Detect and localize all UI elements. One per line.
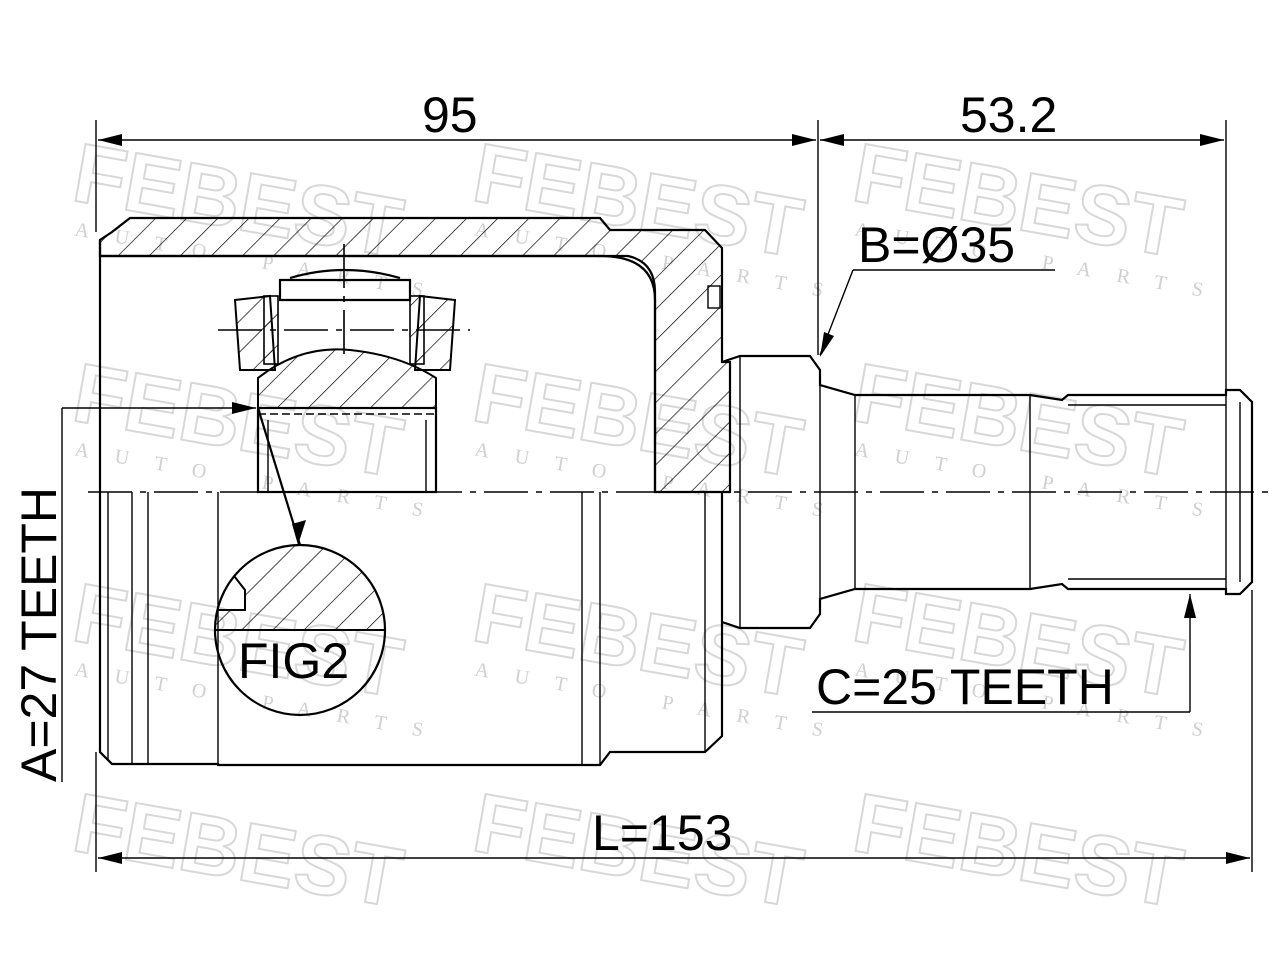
tripod-roller [218,244,470,494]
watermark-brand: FEBEST [67,775,410,925]
fig2-label: FIG2 [238,633,349,689]
dimension-b: B=Ø35 [819,217,1055,357]
dimension-c: C=25 TEETH [812,594,1196,715]
housing-section [98,216,732,494]
fig2-detail: FIG2 [213,407,387,717]
dimension-53-2: 53.2 [820,87,1227,390]
dimension-l: L=153 [95,590,1253,872]
dimension-95: 95 [95,87,819,355]
dimension-c-label: C=25 TEETH [816,659,1114,715]
output-shaft [721,354,1254,630]
dimension-53-2-label: 53.2 [960,87,1057,143]
dimension-l-label: L=153 [592,805,732,861]
housing-body [98,240,724,767]
dimension-a-label: A=27 TEETH [11,487,67,782]
dimension-95-label: 95 [422,87,478,143]
dimension-a: A=27 TEETH [11,402,256,782]
watermark-brand: FEBEST [847,775,1190,925]
dimension-b-label: B=Ø35 [858,217,1015,273]
